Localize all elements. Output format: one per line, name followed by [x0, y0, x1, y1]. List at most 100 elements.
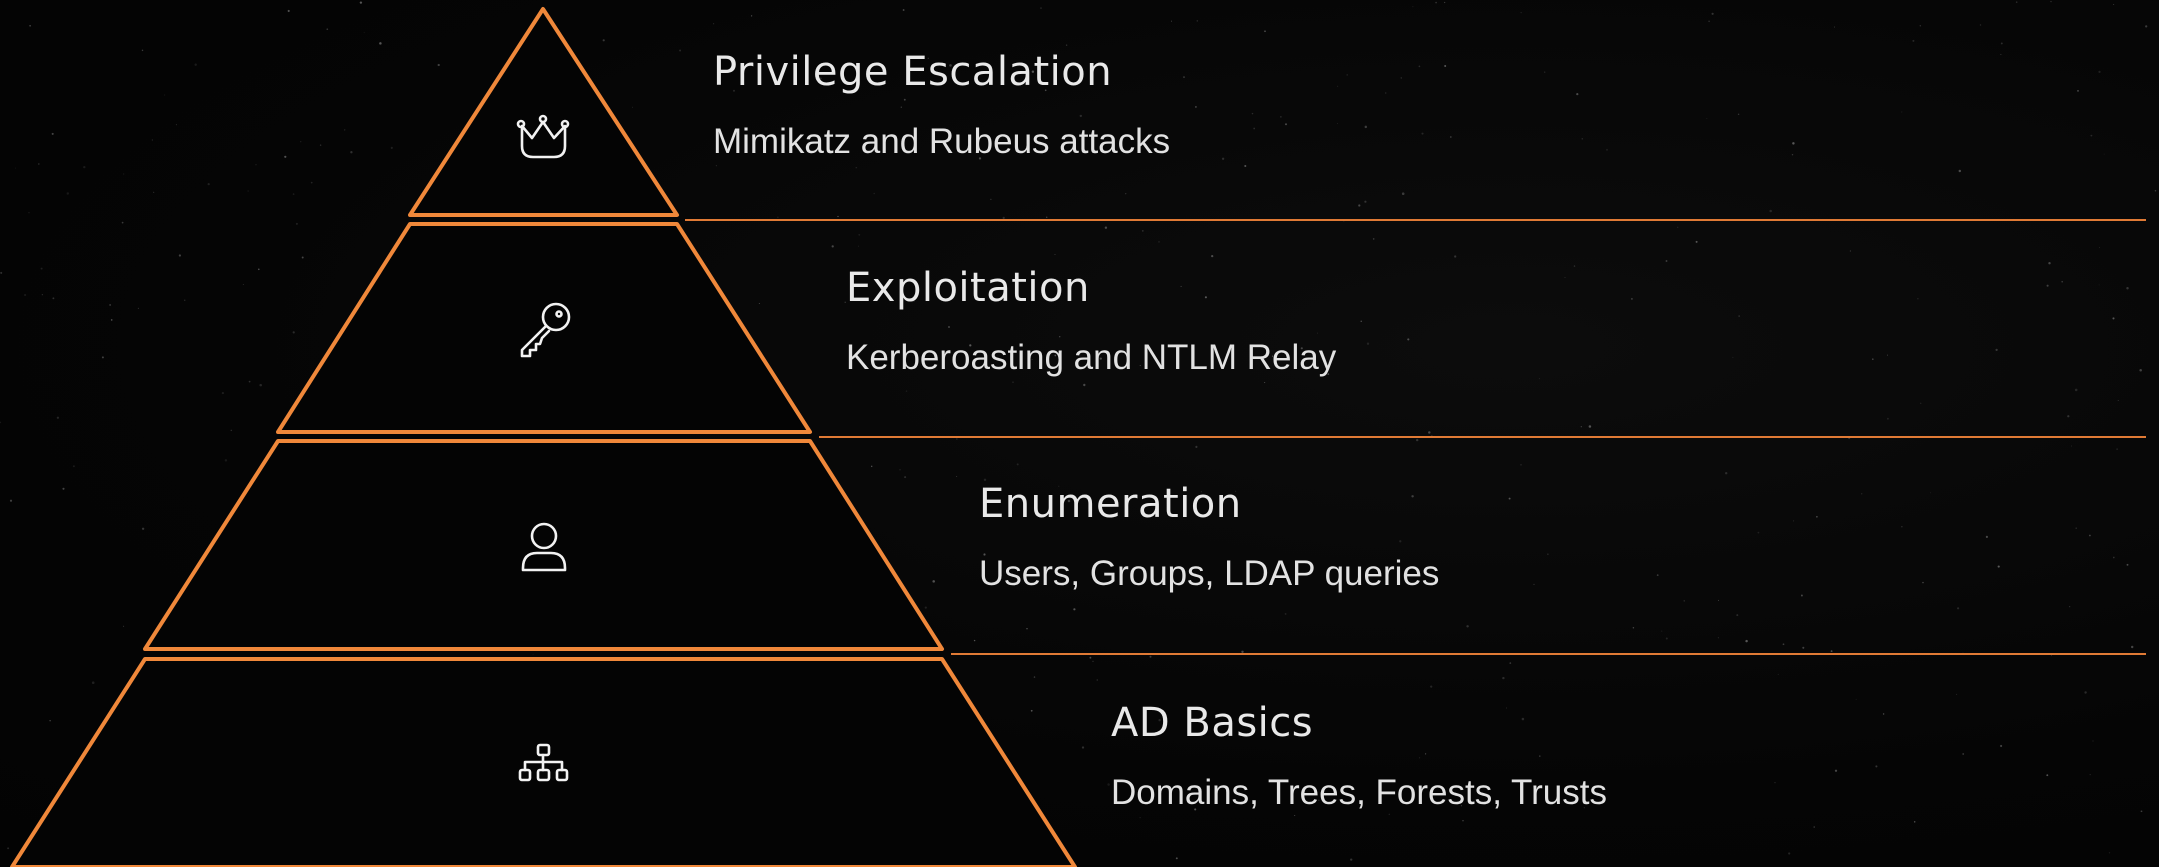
star-dot — [2000, 42, 2003, 45]
star-dot — [1372, 238, 1375, 240]
star-dot — [1782, 643, 1785, 646]
star-dot — [1792, 142, 1795, 145]
star-dot — [2130, 645, 2134, 649]
star-dot — [1358, 204, 1361, 207]
star-dot — [164, 94, 166, 96]
star-dot — [284, 155, 287, 158]
star-dot — [1200, 491, 1202, 493]
star-dot — [91, 681, 95, 684]
star-dot — [2154, 189, 2157, 192]
star-dot — [110, 319, 113, 321]
star-dot — [2075, 527, 2077, 529]
star-dot — [2140, 810, 2143, 813]
star-dot — [1125, 193, 1127, 195]
star-dot — [2112, 556, 2115, 559]
star-dot — [1630, 297, 1633, 300]
tier-label-privilege-escalation: Privilege Escalation Mimikatz and Rubeus… — [713, 48, 1170, 162]
crown-icon — [516, 114, 570, 159]
star-dot — [1400, 77, 1403, 79]
star-dot — [141, 527, 145, 530]
star-dot — [1211, 254, 1214, 258]
star-dot — [1411, 495, 1414, 498]
star-dot — [153, 191, 155, 193]
star-dot — [141, 49, 144, 52]
star-dot — [1364, 200, 1367, 203]
star-dot — [1583, 807, 1585, 809]
star-dot — [1337, 85, 1339, 87]
star-dot — [983, 478, 987, 482]
star-dot — [2074, 388, 2078, 392]
star-dot — [1661, 630, 1663, 632]
star-dot — [1033, 676, 1036, 678]
star-dot — [1683, 600, 1685, 602]
star-dot — [41, 294, 43, 296]
star-dot — [1175, 857, 1178, 860]
star-dot — [1058, 485, 1060, 487]
star-dot — [40, 267, 43, 270]
star-dot — [28, 212, 30, 214]
star-dot — [1412, 6, 1414, 8]
star-dot — [1401, 192, 1405, 195]
star-dot — [1791, 153, 1794, 156]
star-dot — [151, 139, 153, 141]
star-dot — [101, 356, 104, 359]
star-dot — [1444, 1, 1446, 4]
star-dot — [1300, 347, 1303, 350]
tier-title: AD Basics — [1111, 700, 1314, 746]
star-dot — [1073, 582, 1075, 584]
star-dot — [983, 553, 986, 556]
star-dot — [1802, 646, 1805, 649]
star-dot — [2089, 534, 2091, 537]
star-dot — [1800, 594, 1803, 597]
star-dot — [1083, 383, 1086, 387]
star-dot — [870, 465, 873, 468]
star-dot — [2098, 70, 2101, 74]
star-dot — [990, 198, 992, 200]
star-dot — [2050, 655, 2052, 657]
star-dot — [1104, 226, 1108, 229]
star-dot — [956, 438, 958, 440]
star-dot — [1588, 425, 1592, 428]
star-dot — [1576, 93, 1579, 96]
star-dot — [1366, 342, 1370, 345]
star-dot — [1901, 111, 1903, 113]
star-dot — [1460, 805, 1462, 807]
star-dot — [1194, 105, 1197, 108]
star-dot — [1958, 169, 1962, 173]
star-dot — [532, 653, 534, 655]
star-dot — [1957, 607, 1960, 610]
star-dot — [123, 625, 125, 627]
star-dot — [2103, 153, 2105, 155]
star-dot — [602, 39, 605, 42]
star-dot — [2050, 0, 2052, 3]
star-dot — [1882, 713, 1885, 715]
star-dot — [1830, 650, 1833, 653]
star-dot — [2061, 280, 2063, 283]
star-dot — [1099, 357, 1102, 360]
star-dot — [1139, 364, 1141, 367]
star-dot — [1316, 332, 1318, 334]
star-dot — [1054, 354, 1057, 357]
star-dot — [1428, 431, 1431, 434]
star-dot — [1195, 445, 1198, 448]
star-dot — [1002, 216, 1005, 219]
star-dot — [15, 167, 16, 169]
star-dot — [1149, 655, 1152, 658]
star-dot — [1533, 583, 1535, 585]
star-dot — [858, 245, 859, 247]
star-dot — [913, 300, 915, 302]
star-dot — [932, 580, 935, 583]
hierarchy-icon — [518, 743, 569, 782]
star-dot — [844, 301, 846, 303]
star-dot — [2015, 1, 2018, 3]
star-dot — [359, 1, 363, 4]
star-dot — [1508, 497, 1511, 500]
star-dot — [1251, 112, 1254, 115]
star-dot — [1711, 12, 1714, 15]
star-dot — [1421, 132, 1424, 135]
star-dot — [905, 390, 908, 392]
star-dot — [1089, 656, 1092, 659]
star-dot — [292, 331, 295, 334]
star-dot — [998, 134, 1000, 137]
tier-label-ad-basics: AD Basics Domains, Trees, Forests, Trust… — [1111, 699, 1607, 813]
